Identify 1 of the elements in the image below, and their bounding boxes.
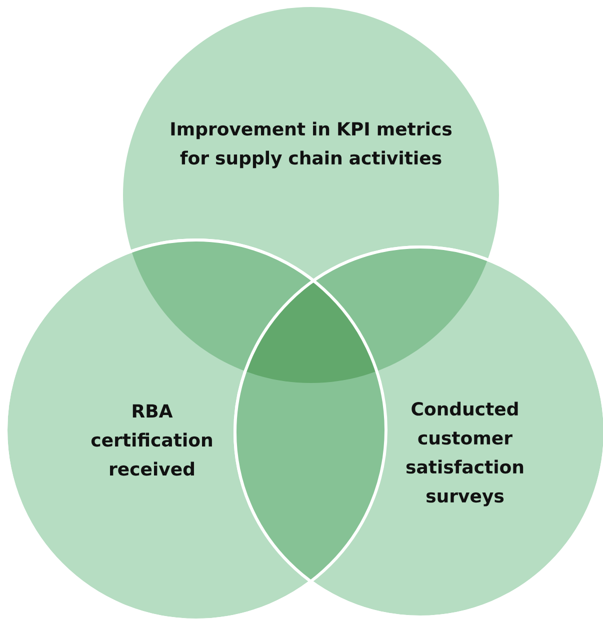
node-label: Conducted customer satisfaction surveys [406, 402, 524, 506]
